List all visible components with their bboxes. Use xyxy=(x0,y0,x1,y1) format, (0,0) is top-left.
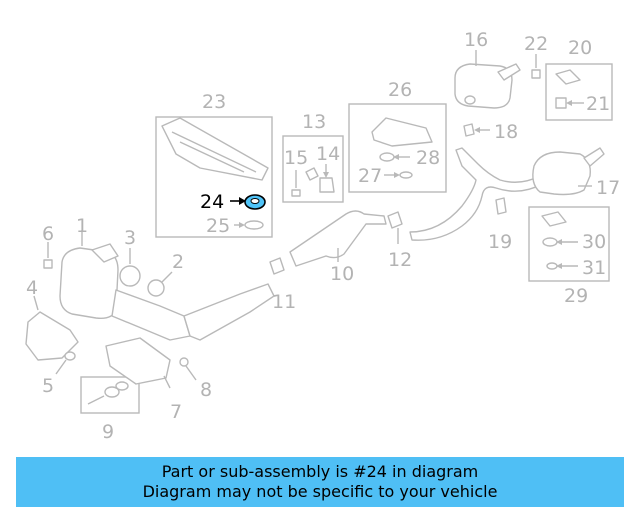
gasket-2 xyxy=(147,271,173,297)
callout-20: 20 xyxy=(568,37,592,59)
front-pipe-10 xyxy=(289,210,387,267)
clamp-11 xyxy=(269,257,285,275)
part-24-highlighted xyxy=(230,194,266,210)
group-box-9 xyxy=(80,376,140,414)
callout-10: 10 xyxy=(330,263,354,285)
callout-7: 7 xyxy=(170,401,182,423)
callout-12: 12 xyxy=(388,249,412,271)
bolt-6 xyxy=(43,242,53,269)
callout-1: 1 xyxy=(76,215,88,237)
callout-17: 17 xyxy=(596,177,620,199)
bracket-4 xyxy=(25,295,79,361)
callout-27: 27 xyxy=(358,165,382,187)
group-box-26 xyxy=(348,103,447,193)
bracket-20 xyxy=(555,69,584,109)
callout-11: 11 xyxy=(272,291,296,313)
banner-line-part: Part or sub-assembly is #24 in diagram xyxy=(161,462,479,481)
group-box-13 xyxy=(282,135,344,203)
hanger-19 xyxy=(495,197,507,215)
clamp-3 xyxy=(119,248,141,287)
callout-26: 26 xyxy=(388,79,412,101)
clamp-18 xyxy=(463,123,490,137)
catalytic-converter-1 xyxy=(59,230,275,341)
gasket-7 xyxy=(105,337,171,389)
callout-6: 6 xyxy=(42,223,54,245)
bolt-15 xyxy=(291,170,301,197)
callout-14: 14 xyxy=(316,143,340,165)
heat-shield-26 xyxy=(371,117,433,179)
callout-21: 21 xyxy=(586,93,610,115)
hanger-14 xyxy=(319,164,335,193)
clip-13 xyxy=(305,167,319,181)
callout-13: 13 xyxy=(302,111,326,133)
callout-18: 18 xyxy=(494,121,518,143)
center-muffler-17 xyxy=(532,147,605,196)
stud-8 xyxy=(179,357,197,381)
exhaust-parts-diagram: 1 2 3 4 5 6 7 8 9 10 11 12 13 14 15 16 1… xyxy=(25,29,620,443)
callout-24: 24 xyxy=(200,191,224,213)
callout-31: 31 xyxy=(582,257,606,279)
group-box-23 xyxy=(155,116,273,238)
bolt-22 xyxy=(531,54,541,79)
callout-28: 28 xyxy=(416,147,440,169)
gasket-set-9 xyxy=(87,381,129,405)
callout-22: 22 xyxy=(524,33,548,55)
callout-3: 3 xyxy=(124,227,136,249)
heat-shield-23 xyxy=(161,117,269,181)
callout-16: 16 xyxy=(464,29,488,51)
clamp-12 xyxy=(387,211,403,244)
part-info-banner: Part or sub-assembly is #24 in diagram D… xyxy=(16,457,624,507)
rear-muffler-16 xyxy=(454,50,521,109)
callout-19: 19 xyxy=(488,231,512,253)
callout-29: 29 xyxy=(564,285,588,307)
group-box-29 xyxy=(528,206,610,282)
callout-9: 9 xyxy=(102,421,114,443)
callout-5: 5 xyxy=(42,375,54,397)
callout-2: 2 xyxy=(172,251,184,273)
callout-30: 30 xyxy=(582,231,606,253)
callout-4: 4 xyxy=(26,277,38,299)
nut-5 xyxy=(55,351,76,375)
callout-23: 23 xyxy=(202,91,226,113)
callout-8: 8 xyxy=(200,379,212,401)
callout-25: 25 xyxy=(206,215,230,237)
nut-25 xyxy=(234,220,264,230)
bracket-30 xyxy=(541,211,578,270)
callout-15: 15 xyxy=(284,147,308,169)
group-box-20 xyxy=(545,63,613,121)
banner-line-disclaimer: Diagram may not be specific to your vehi… xyxy=(142,482,498,501)
